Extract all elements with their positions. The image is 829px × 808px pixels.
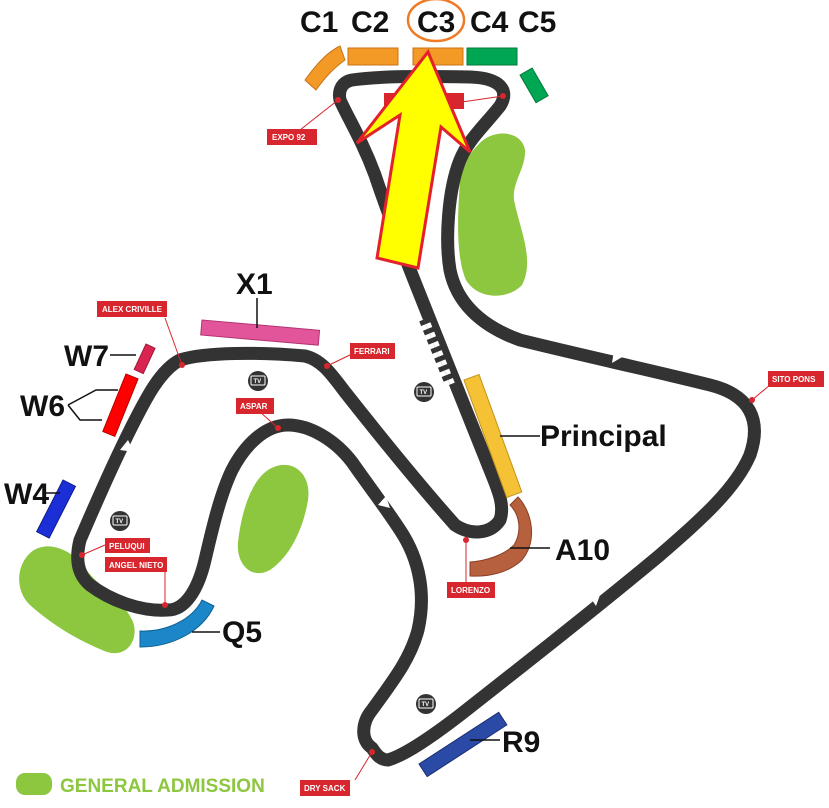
stand-label-X1: X1: [236, 268, 273, 301]
stand-label-C4: C4: [470, 6, 509, 39]
tv-icon: TV: [414, 382, 434, 402]
pointer-arrow-icon: [355, 49, 472, 270]
start-finish-line: [419, 317, 455, 387]
stand-W4[interactable]: [35, 479, 77, 539]
corner-lorenzo[interactable]: LORENZO: [447, 537, 495, 598]
stand-C5[interactable]: [519, 67, 549, 104]
ga-area-infield[interactable]: [237, 464, 309, 574]
stand-label-R9: R9: [502, 726, 540, 759]
corner-angel-nieto[interactable]: ANGEL NIETO: [105, 557, 168, 608]
stand-A10[interactable]: [469, 496, 533, 577]
corner-label: ASPAR: [240, 402, 268, 411]
corner-sito-pons[interactable]: SITO PONS: [749, 371, 824, 403]
legend-swatch: [16, 773, 52, 795]
w6-bracket: [67, 389, 118, 421]
svg-text:TV: TV: [420, 390, 428, 396]
corner-label: EXPO 92: [272, 133, 306, 142]
corner-ferrari[interactable]: FERRARI: [324, 343, 395, 369]
stand-label-C1: C1: [300, 6, 338, 39]
corner-label: LORENZO: [451, 586, 490, 595]
stand-label-W4: W4: [4, 478, 49, 511]
stand-label-W7: W7: [64, 340, 109, 373]
corner-label: SITO PONS: [772, 375, 816, 384]
tv-icon: TV: [416, 694, 436, 714]
stand-label-C3: C3: [417, 6, 455, 39]
direction-arrow-3: [120, 440, 134, 452]
direction-arrow-1: [352, 168, 366, 180]
stand-label-A10: A10: [555, 534, 610, 567]
svg-text:TV: TV: [116, 519, 124, 525]
corner-alex-criville[interactable]: ALEX CRIVILLE: [97, 301, 185, 368]
stand-label-Q5: Q5: [222, 616, 262, 649]
direction-arrow-5: [592, 595, 600, 606]
stand-R9[interactable]: [418, 711, 508, 778]
corner-label: ALEX CRIVILLE: [102, 305, 163, 314]
corner-label: ANGEL NIETO: [109, 561, 163, 570]
stand-label-C2: C2: [351, 6, 389, 39]
track: [71, 69, 761, 767]
corner-label: DRY SACK: [304, 784, 346, 793]
ga-area-east[interactable]: [458, 133, 528, 296]
track-path: [71, 69, 761, 767]
grandstands: [35, 45, 549, 778]
tv-icon: TV: [110, 511, 130, 531]
corner-aspar[interactable]: ASPAR: [236, 398, 281, 431]
stand-C1[interactable]: [304, 45, 346, 91]
stand-Q5[interactable]: [139, 599, 215, 648]
stand-Principal[interactable]: [463, 373, 523, 499]
corner-label: PELUQUI: [109, 542, 145, 551]
stand-W7[interactable]: [133, 343, 156, 375]
corner-label: FERRARI: [354, 347, 390, 356]
corner-dry-sack[interactable]: DRY SACK: [300, 749, 375, 796]
stand-label-W6: W6: [20, 390, 65, 423]
tv-icons: TV TV TV TV: [110, 371, 436, 714]
svg-text:TV: TV: [422, 702, 430, 708]
stand-C4[interactable]: [466, 47, 518, 66]
stand-label-Principal: Principal: [540, 420, 667, 453]
corner-peluqui[interactable]: PELUQUI: [79, 538, 150, 558]
ga-area-west[interactable]: [19, 546, 135, 654]
general-admission-areas: [19, 133, 528, 654]
direction-arrow-2: [612, 350, 624, 363]
legend-label: GENERAL ADMISSION: [60, 776, 265, 797]
svg-text:TV: TV: [254, 379, 262, 385]
stand-W6[interactable]: [102, 373, 139, 438]
legend: GENERAL ADMISSION: [16, 773, 265, 797]
direction-arrow-4: [378, 496, 390, 508]
stand-X1[interactable]: [200, 319, 321, 346]
corner-expo-92[interactable]: EXPO 92: [267, 97, 341, 145]
tv-icon: TV: [248, 371, 268, 391]
stand-labels: C1 C2 C3 C4 C5 X1 W7 W6 W4 Principal A10…: [4, 6, 667, 759]
stand-C2[interactable]: [347, 47, 399, 66]
c3-highlight-ring: [406, 0, 466, 43]
stand-label-C5: C5: [518, 6, 556, 39]
